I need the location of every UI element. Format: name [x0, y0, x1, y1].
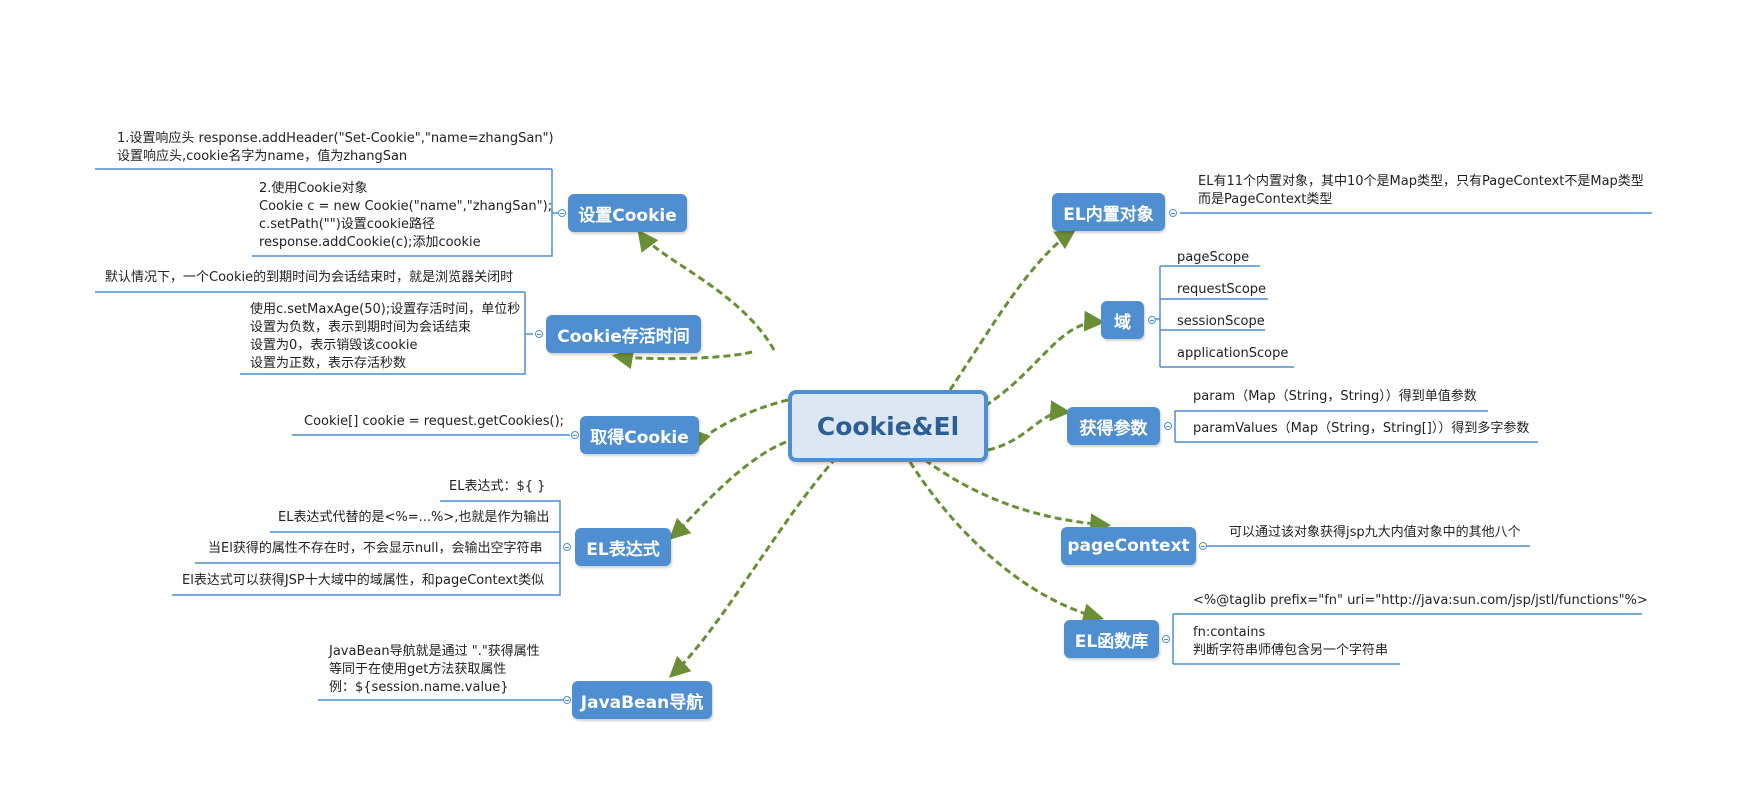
connector-page-context [924, 458, 1112, 535]
note-param-values: paramValues（Map（String，String[]））得到多字参数 [1193, 420, 1529, 438]
connector-cookie-lifetime [611, 348, 753, 370]
note-line: response.addCookie(c);添加cookie [259, 235, 481, 250]
topic-get-params-label: 获得参数 [1079, 418, 1148, 439]
note-javabean: JavaBean导航就是通过 "."获得属性 等同于在使用get方法获取属性 例… [329, 643, 540, 697]
note-line: applicationScope [1177, 346, 1289, 361]
topic-cookie-lifetime[interactable]: Cookie存活时间 [546, 315, 701, 353]
collapse-toggle-el-expression[interactable] [563, 543, 571, 551]
note-line: <%@taglib prefix="fn" uri="http://java:s… [1193, 593, 1648, 608]
note-el-scopes: El表达式可以获得JSP十大域中的域属性，和pageContext类似 [182, 572, 544, 590]
note-line: 当El获得的属性不存在时，不会显示null，会输出空字符串 [208, 541, 543, 556]
note-request-scope: requestScope [1177, 281, 1266, 299]
topic-get-cookie[interactable]: 取得Cookie [580, 416, 699, 454]
note-fn-contains: fn:contains 判断字符串师傅包含另一个字符串 [1193, 624, 1388, 660]
note-line: JavaBean导航就是通过 "."获得属性 [329, 644, 540, 659]
note-line: 默认情况下，一个Cookie的到期时间为会话结束时，就是浏览器关闭时 [105, 270, 514, 285]
note-line: 例：${session.name.value} [329, 680, 509, 695]
topic-el-functions[interactable]: EL函数库 [1064, 620, 1159, 658]
topic-el-builtin-label: EL内置对象 [1063, 204, 1154, 225]
note-get-cookies: Cookie[] cookie = request.getCookies(); [304, 413, 564, 431]
note-line: c.setPath("")设置cookie路径 [259, 217, 436, 232]
connector-el-functions [908, 461, 1105, 624]
note-param: param（Map（String，String））得到单值参数 [1193, 388, 1477, 406]
connector-el-expression [668, 440, 787, 540]
topic-scope[interactable]: 域 [1101, 301, 1144, 339]
note-line: pageScope [1177, 250, 1250, 265]
topic-set-cookie-label: 设置Cookie [578, 205, 677, 226]
note-line: 设置响应头,cookie名字为name，值为zhangSan [117, 149, 408, 164]
collapse-toggle-get-params[interactable] [1164, 422, 1172, 430]
note-set-cookie-header: 1.设置响应头 response.addHeader("Set-Cookie",… [117, 130, 554, 166]
topic-cookie-lifetime-label: Cookie存活时间 [557, 326, 690, 347]
collapse-toggle-el-builtin[interactable] [1169, 209, 1177, 217]
topic-set-cookie[interactable]: 设置Cookie [568, 194, 687, 232]
note-line: 判断字符串师傅包含另一个字符串 [1193, 643, 1389, 658]
note-el-syntax: EL表达式：${ } [449, 478, 545, 496]
note-set-cookie-object: 2.使用Cookie对象 Cookie c = new Cookie("name… [259, 180, 552, 252]
note-line: 可以通过该对象获得jsp九大内值对象中的其他八个 [1229, 525, 1521, 540]
topic-page-context[interactable]: pageContext [1061, 527, 1196, 565]
note-line: fn:contains [1193, 625, 1266, 640]
note-line: Cookie c = new Cookie("name","zhangSan")… [259, 199, 553, 214]
topic-el-expression-label: EL表达式 [586, 539, 660, 560]
collapse-toggle-cookie-lifetime[interactable] [535, 330, 543, 338]
topic-el-functions-label: EL函数库 [1074, 631, 1149, 652]
topic-scope-label: 域 [1114, 312, 1131, 333]
note-line: 设置为负数，表示到期时间为会话结束 [250, 320, 472, 335]
note-cookie-default-expiry: 默认情况下，一个Cookie的到期时间为会话结束时，就是浏览器关闭时 [105, 269, 513, 287]
note-line: EL表达式：${ } [449, 479, 546, 494]
collapse-toggle-set-cookie[interactable] [558, 209, 566, 217]
topic-page-context-label: pageContext [1067, 536, 1190, 556]
note-taglib: <%@taglib prefix="fn" uri="http://java:s… [1193, 592, 1648, 610]
note-line: 等同于在使用get方法获取属性 [329, 662, 507, 677]
note-line: 而是PageContext类型 [1198, 192, 1333, 207]
connector-el-builtin [948, 228, 1077, 391]
note-cookie-maxage: 使用c.setMaxAge(50);设置存活时间，单位秒 设置为负数，表示到期时… [250, 301, 520, 373]
topic-get-cookie-label: 取得Cookie [590, 427, 689, 448]
note-page-scope: pageScope [1177, 249, 1249, 267]
topic-javabean-nav[interactable]: JavaBean导航 [572, 681, 712, 719]
connector-javabean-nav [668, 456, 838, 678]
connector-set-cookie [637, 229, 776, 351]
note-line: 2.使用Cookie对象 [259, 181, 368, 196]
note-application-scope: applicationScope [1177, 345, 1288, 363]
note-line: paramValues（Map（String，String[]））得到多字参数 [1193, 421, 1530, 436]
connector-scope [984, 310, 1106, 408]
central-topic[interactable]: Cookie&El [788, 390, 988, 462]
connector-get-cookie [691, 398, 789, 452]
note-line: EL有11个内置对象，其中10个是Map类型，只有PageContext不是Ma… [1198, 174, 1644, 189]
note-line: EL表达式代替的是<%=...%>,也就是作为输出 [278, 510, 550, 525]
note-session-scope: sessionScope [1177, 313, 1265, 331]
topic-get-params[interactable]: 获得参数 [1067, 407, 1160, 445]
collapse-toggle-get-cookie[interactable] [571, 431, 579, 439]
note-line: Cookie[] cookie = request.getCookies(); [304, 414, 565, 429]
note-line: 设置为0，表示销毁该cookie [250, 338, 418, 353]
collapse-toggle-scope[interactable] [1148, 316, 1156, 324]
note-line: 设置为正数，表示存活秒数 [250, 356, 407, 371]
note-line: 1.设置响应头 response.addHeader("Set-Cookie",… [117, 131, 554, 146]
note-line: El表达式可以获得JSP十大域中的域属性，和pageContext类似 [182, 573, 545, 588]
collapse-toggle-el-functions[interactable] [1162, 635, 1170, 643]
collapse-toggle-page-context[interactable] [1199, 542, 1207, 550]
topic-javabean-nav-label: JavaBean导航 [580, 692, 704, 713]
topic-el-builtin[interactable]: EL内置对象 [1052, 193, 1165, 231]
note-line: sessionScope [1177, 314, 1265, 329]
note-line: 使用c.setMaxAge(50);设置存活时间，单位秒 [250, 302, 521, 317]
topic-el-expression[interactable]: EL表达式 [575, 528, 671, 566]
note-el-null: 当El获得的属性不存在时，不会显示null，会输出空字符串 [208, 540, 543, 558]
note-el-builtin: EL有11个内置对象，其中10个是Map类型，只有PageContext不是Ma… [1198, 173, 1644, 209]
connector-get-params [987, 400, 1072, 452]
note-el-output: EL表达式代替的是<%=...%>,也就是作为输出 [278, 509, 549, 527]
central-topic-label: Cookie&El [816, 411, 960, 441]
note-line: requestScope [1177, 282, 1267, 297]
note-page-context: 可以通过该对象获得jsp九大内值对象中的其他八个 [1229, 524, 1521, 542]
note-line: param（Map（String，String））得到单值参数 [1193, 389, 1477, 404]
collapse-toggle-javabean-nav[interactable] [563, 696, 571, 704]
